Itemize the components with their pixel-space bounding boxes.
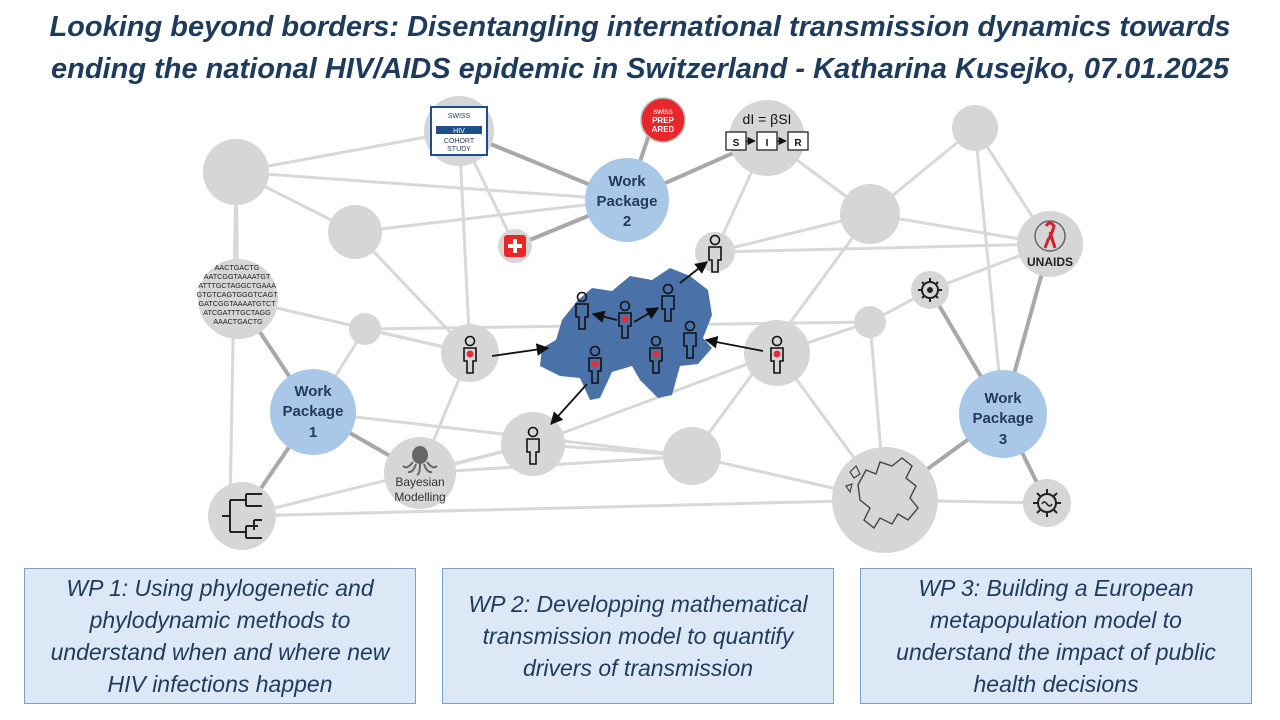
sir-box-label: R (794, 138, 802, 149)
wp1-description-box: WP 1: Using phylogenetic and phylodynami… (24, 568, 416, 704)
sequence-line: AACTGACTG (215, 263, 260, 272)
title-line-1: Looking beyond borders: Disentangling in… (49, 11, 1231, 43)
wp2-description: WP 2: Developping mathematical transmiss… (468, 591, 808, 681)
swiss-flag-icon (498, 229, 532, 263)
page-title: Looking beyond borders: Disentangling in… (0, 6, 1280, 90)
swiss-prepared-logo: swiss PREP ARED (640, 97, 686, 143)
prepared-text: swiss (653, 107, 673, 116)
svg-text:Package: Package (973, 410, 1034, 427)
work-package-3-node: Work Package 3 (959, 370, 1047, 458)
octopus-icon (402, 446, 438, 476)
prepared-text: PREP (652, 116, 674, 125)
phylogenetic-tree-icon (208, 482, 276, 550)
sequence-alignment-node: AACTGACTG AATCGGTAAAATGT ATTTGCTAGGCTGAA… (197, 259, 280, 339)
svg-text:Package: Package (597, 193, 658, 210)
grey-node (840, 184, 900, 244)
svg-text:2: 2 (623, 213, 631, 230)
sir-formula: dI = βSI (743, 111, 792, 127)
svg-text:3: 3 (999, 431, 1007, 448)
svg-text:Work: Work (294, 383, 332, 400)
sir-model-node: dI = βSI S I R (725, 100, 809, 176)
network-diagram: SWISS HIV COHORT STUDY swiss PREP ARED d… (197, 96, 1083, 553)
work-package-2-node: Work Package 2 (585, 158, 669, 242)
switzerland-map (540, 268, 712, 400)
virus-icon (1023, 479, 1071, 527)
sequence-line: ATCGATTTGCTAGG (203, 308, 271, 317)
svg-text:1: 1 (309, 424, 317, 441)
person-node-bottom (501, 412, 565, 476)
bayesian-label: Modelling (394, 490, 445, 504)
shcs-text: COHORT (444, 138, 475, 145)
grey-node (203, 139, 269, 205)
wp2-description-box: WP 2: Developping mathematical transmiss… (442, 568, 834, 704)
svg-text:Package: Package (283, 403, 344, 420)
europe-map-icon (832, 447, 938, 553)
shcs-text: STUDY (447, 146, 471, 153)
grey-node (328, 205, 382, 259)
grey-node (952, 105, 998, 151)
unaids-text: UNAIDS (1027, 255, 1073, 269)
shcs-text: SWISS (448, 113, 471, 120)
bayesian-label: Bayesian (395, 475, 444, 489)
wp1-description: WP 1: Using phylogenetic and phylodynami… (50, 575, 390, 697)
work-package-1-node: Work Package 1 (270, 369, 356, 455)
grey-node (663, 427, 721, 485)
svg-text:Work: Work (984, 390, 1022, 407)
svg-text:AACTGACTG AATCGGTAAAATGT: AACTGACTG AATCGGTAAAATGT ATTTGCTAGGCTGAA… (197, 263, 280, 326)
sir-box-label: I (766, 138, 769, 149)
person-node-right (744, 320, 810, 386)
wp3-description: WP 3: Building a European metapopulation… (896, 575, 1216, 697)
person-node-left (441, 324, 499, 382)
shcs-text: HIV (453, 128, 465, 135)
svg-text:SWISS: SWISS (448, 113, 471, 120)
sequence-line: AAACTGACTG (213, 317, 263, 326)
gear-icon (911, 271, 949, 309)
grey-node (854, 306, 886, 338)
grey-node (349, 313, 381, 345)
sequence-line: AATCGGTAAAATGT (204, 272, 271, 281)
bayesian-modelling-node: Bayesian Modelling (384, 437, 456, 509)
sir-box-label: S (733, 138, 740, 149)
unaids-logo-node: UNAIDS (1017, 211, 1083, 277)
transmission-arrows (491, 261, 764, 425)
grey-nodes (203, 105, 998, 485)
sequence-line: ATTTGCTAGGCTGAAA (198, 281, 276, 290)
shcs-logo-node: SWISS HIV COHORT STUDY (424, 96, 494, 166)
wp3-description-box: WP 3: Building a European metapopulation… (860, 568, 1252, 704)
sequence-line: GTGTCAGTGGGTCAGT (197, 290, 279, 299)
svg-text:Work: Work (608, 173, 646, 190)
title-line-2: ending the national HIV/AIDS epidemic in… (50, 53, 1230, 85)
prepared-text: ARED (652, 125, 675, 134)
sequence-line: GATCGGTAAAATGTCT (199, 299, 277, 308)
